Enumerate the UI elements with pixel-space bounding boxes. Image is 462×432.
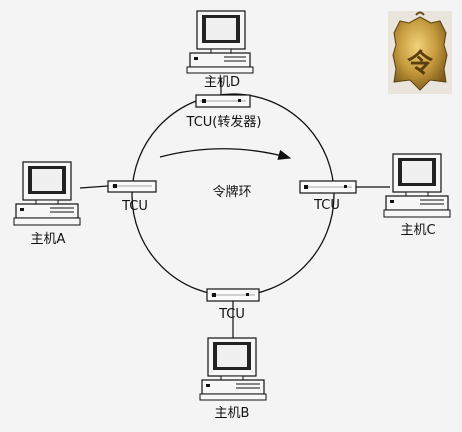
tcu-right — [299, 180, 357, 194]
tcu-right-label: TCU — [313, 198, 340, 213]
host-c-label: 主机C — [400, 223, 435, 238]
ring-label: 令牌环 — [212, 184, 251, 200]
host-a-computer-icon — [13, 161, 81, 226]
tcu-top-label: TCU(转发器) — [186, 114, 262, 130]
host-d-computer-icon — [186, 10, 254, 74]
tcu-left — [107, 180, 157, 193]
host-a-label: 主机A — [31, 232, 66, 247]
tcu-bottom — [206, 288, 260, 302]
link-host-a — [79, 185, 109, 189]
tcu-bottom-label: TCU — [218, 307, 245, 322]
tcu-top — [195, 94, 251, 108]
token-glyph: 令 — [407, 48, 434, 79]
host-c-computer-icon — [383, 153, 451, 218]
host-b-computer-icon — [199, 337, 267, 401]
tcu-left-label: TCU — [121, 199, 148, 214]
host-d-label: 主机D — [204, 75, 240, 90]
ring-direction-arrow — [159, 148, 292, 160]
host-b-label: 主机B — [215, 406, 250, 421]
token-badge-image: 令 — [388, 11, 452, 94]
